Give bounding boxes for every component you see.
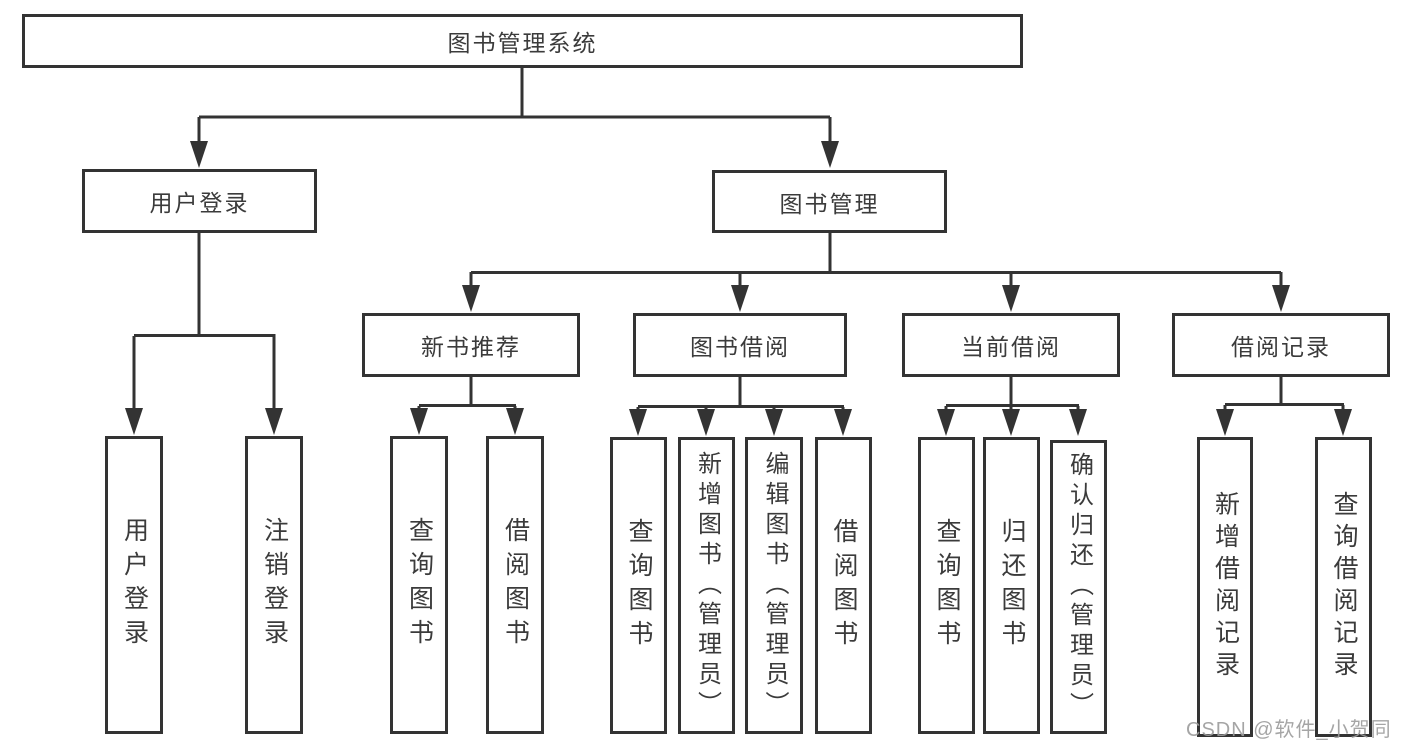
leaf-logout: 注销登录 <box>245 436 303 734</box>
leaf-borrow-edit-admin: 编辑图书（管理员） <box>745 437 803 734</box>
leaf-newbooks-borrow: 借阅图书 <box>486 436 544 734</box>
node-new-book-recommend: 新书推荐 <box>362 313 580 377</box>
arrowhead-icon <box>410 408 428 435</box>
leaf-borrow-borrow: 借阅图书 <box>815 437 872 734</box>
node-current-borrowing: 当前借阅 <box>902 313 1120 377</box>
arrowhead-icon <box>506 408 524 435</box>
node-book-borrowing: 图书借阅 <box>633 313 847 377</box>
leaf-user-login: 用户登录 <box>105 436 163 734</box>
arrowhead-icon <box>1002 285 1020 312</box>
arrowhead-icon <box>1272 285 1290 312</box>
leaf-borrow-add-admin: 新增图书（管理员） <box>678 437 735 734</box>
arrowhead-icon <box>1216 409 1234 436</box>
arrowhead-icon <box>834 409 852 436</box>
arrowhead-icon <box>190 141 208 168</box>
leaf-current-confirm-admin: 确认归还（管理员） <box>1050 440 1107 734</box>
leaf-newbooks-query: 查询图书 <box>390 436 448 734</box>
watermark: CSDN @软件_小贺同学 <box>1186 719 1392 741</box>
arrowhead-icon <box>462 285 480 312</box>
arrowhead-icon <box>731 285 749 312</box>
arrowhead-icon <box>1002 409 1020 436</box>
arrowhead-icon <box>629 409 647 436</box>
arrowhead-icon <box>697 409 715 436</box>
arrowhead-icon <box>125 408 143 435</box>
leaf-records-add: 新增借阅记录 <box>1197 437 1253 737</box>
node-root: 图书管理系统 <box>22 14 1023 68</box>
arrowhead-icon <box>937 409 955 436</box>
arrowhead-icon <box>821 141 839 168</box>
node-book-management: 图书管理 <box>712 170 947 233</box>
leaf-borrow-query: 查询图书 <box>610 437 667 734</box>
node-user-login: 用户登录 <box>82 169 317 233</box>
node-borrow-records: 借阅记录 <box>1172 313 1390 377</box>
leaf-current-return: 归还图书 <box>983 437 1040 734</box>
arrowhead-icon <box>765 409 783 436</box>
arrowhead-icon <box>1334 409 1352 436</box>
arrowhead-icon <box>1069 409 1087 436</box>
leaf-records-query: 查询借阅记录 <box>1315 437 1372 737</box>
arrowhead-icon <box>265 408 283 435</box>
leaf-current-query: 查询图书 <box>918 437 975 734</box>
